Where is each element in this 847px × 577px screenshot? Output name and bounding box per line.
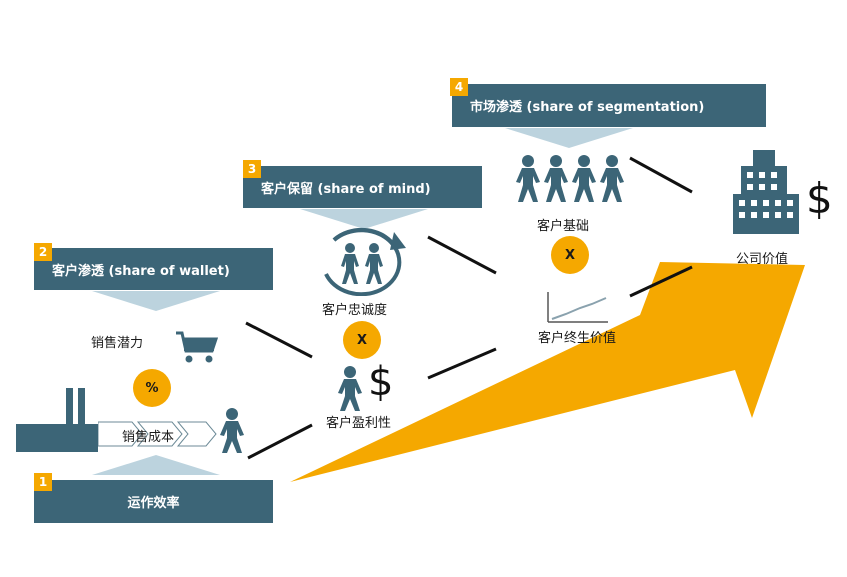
banner-step-1-title: 运作效率: [127, 496, 180, 511]
triangle-up-arrow: [92, 455, 220, 475]
customer-base-label: 客户基础: [537, 219, 590, 234]
banner-step-2: 客户渗透 (share of wallet): [34, 248, 273, 290]
banner-step-4: 市场渗透 (share of segmentation): [452, 84, 766, 127]
customer-loyalty-label: 客户忠诚度: [322, 303, 388, 318]
step-number-1: 1: [34, 473, 52, 491]
growth-line-icon: [547, 292, 608, 323]
step-number-2: 2: [34, 243, 52, 261]
banner-step-2-title: 客户渗透 (share of wallet): [52, 263, 230, 279]
banner-step-4-title: 市场渗透 (share of segmentation): [470, 100, 705, 115]
customer-group-icon: [516, 155, 624, 202]
company-value-label: 公司价值: [736, 252, 789, 267]
person-icon: [220, 408, 244, 453]
customer-profitability-label: 客户盈利性: [326, 416, 392, 431]
banner-4-down-arrow: [505, 128, 633, 148]
times-operator-2: X: [551, 236, 589, 274]
step-number-3: 3: [243, 160, 261, 178]
banner-2-down-arrow: [92, 291, 220, 311]
banner-step-1: 运作效率: [34, 480, 273, 523]
building-icon: [733, 150, 799, 234]
sales-potential-label: 销售潜力: [91, 336, 144, 351]
dollar-icon-1: $: [368, 359, 394, 405]
banner-step-3-title: 客户保留 (share of mind): [261, 181, 431, 197]
customer-lifetime-value-label: 客户终生价值: [538, 331, 617, 346]
step-number-4: 4: [450, 78, 468, 96]
shopping-cart-icon: [176, 331, 218, 363]
person-icon-2: [338, 366, 362, 411]
percent-operator: %: [133, 369, 171, 407]
times-operator-1: X: [343, 321, 381, 359]
banner-step-3: 客户保留 (share of mind): [243, 166, 482, 208]
factory-icon: [16, 388, 98, 452]
process-chevrons-icon: [98, 421, 217, 447]
sales-cost-label: 销售成本: [122, 430, 175, 445]
banner-3-down-arrow: [300, 209, 428, 229]
loyalty-cycle-icon: [324, 227, 406, 296]
dollar-icon-2: $: [806, 174, 833, 223]
